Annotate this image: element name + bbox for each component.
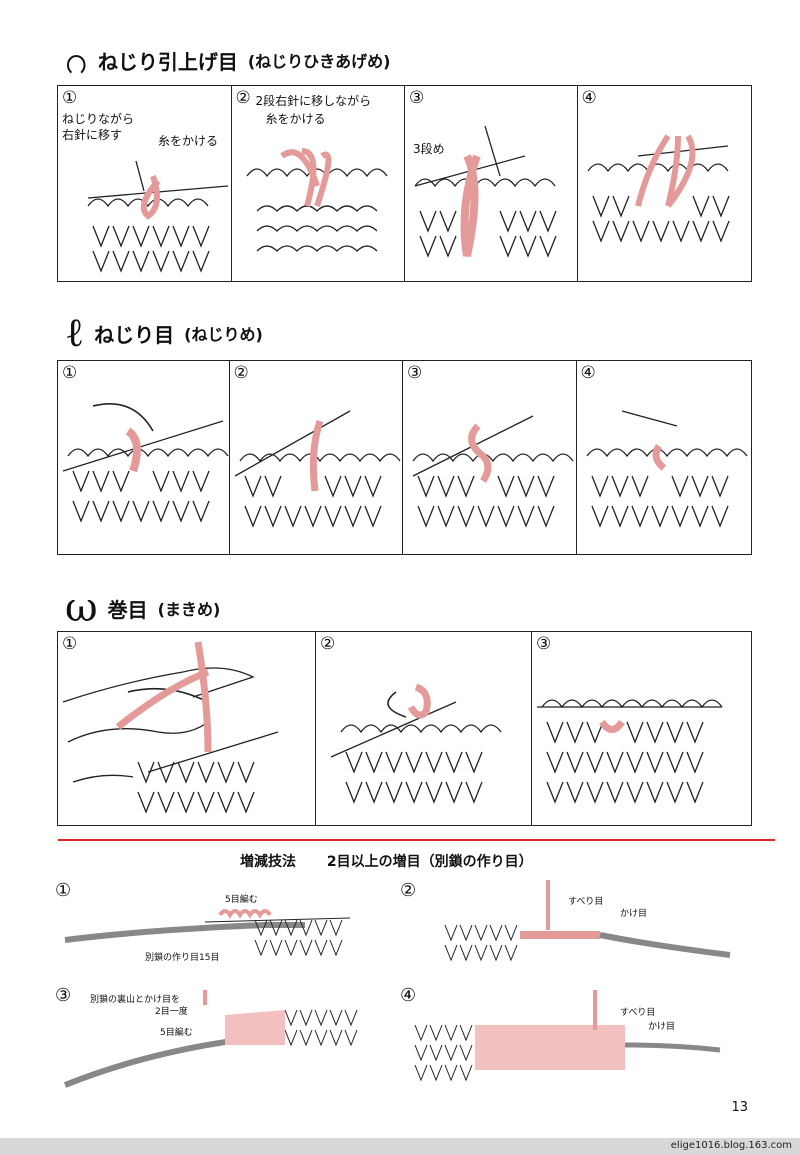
- panel-3: ③ 3段め: [405, 86, 578, 281]
- knit-illustration: [412, 415, 574, 528]
- panel-4: ④: [577, 361, 752, 554]
- note: 5目編む: [225, 895, 258, 905]
- page-number: 13: [731, 1100, 748, 1115]
- increase-heading: 増減技法 2目以上の増目（別鎖の作り目）: [240, 851, 533, 871]
- panel-3: ③: [532, 632, 750, 825]
- increase-panel-4: ④ すべり目 かけ目: [400, 985, 745, 1095]
- note: ねじりながら: [62, 112, 135, 126]
- knit-illustration: [64, 909, 351, 957]
- panel-number: ③: [407, 363, 423, 383]
- note: 2段右針に移しながら: [255, 94, 372, 108]
- knit-illustration: [414, 125, 557, 258]
- knit-illustration: [585, 410, 748, 528]
- title-twisted-slip-reading: (ねじりひきあげめ): [247, 52, 391, 71]
- row-twisted: ① ② ③: [57, 360, 752, 555]
- panel-number: ①: [62, 634, 78, 654]
- row-wrap: ① ② ③: [57, 631, 752, 826]
- panel-2: ② 2段右針に移しながら 糸をかける: [232, 86, 405, 281]
- knit-illustration: [444, 880, 731, 962]
- panel-2: ②: [230, 361, 403, 554]
- knit-illustration: [62, 402, 229, 523]
- title-twisted-slip: ねじり引上げ目: [97, 49, 238, 74]
- knit-illustration: [87, 160, 229, 273]
- panel-4: ④: [578, 86, 752, 281]
- increase-title: 増減技法: [240, 854, 296, 870]
- knit-illustration: [414, 990, 721, 1082]
- knit-illustration: [234, 410, 401, 528]
- panel-number: ②: [235, 88, 251, 108]
- footer-url: elige1016.blog.163.com: [670, 1140, 792, 1151]
- increase-panel-2: ② すべり目 かけ目: [400, 880, 745, 980]
- row-twisted-slip: ① ねじりながら 右針に移す 糸をかける ② 2段右針に移しながら 糸をかける: [57, 85, 752, 282]
- increase-panel-1: ① 5目編む 別鎖の作り目15目: [55, 880, 375, 980]
- panel-number: ①: [55, 880, 72, 901]
- divider-red-rule: [58, 839, 775, 841]
- panel-1: ①: [58, 361, 230, 554]
- section-title-wrap: ω 巻目 (まきめ): [65, 588, 220, 628]
- symbol-wrap: ω: [65, 585, 98, 631]
- note: かけ目: [620, 909, 648, 919]
- panel-number: ③: [409, 88, 425, 108]
- knit-illustration: [330, 683, 502, 804]
- note: 糸をかける: [265, 112, 326, 126]
- knit-illustration: [537, 699, 723, 804]
- footer-bar: elige1016.blog.163.com: [0, 1138, 800, 1155]
- panel-number: ③: [55, 985, 72, 1006]
- section-title-twisted: ℓ ねじり目 (ねじりめ): [65, 313, 263, 353]
- note: 糸をかける: [158, 134, 219, 148]
- panel-number: ②: [233, 363, 249, 383]
- note: 右針に移す: [62, 128, 123, 142]
- note: 5目編む: [160, 1028, 193, 1038]
- symbol-twisted: ℓ: [65, 310, 85, 356]
- knit-illustration: [586, 134, 730, 243]
- knit-illustration: [63, 990, 358, 1088]
- note: 3段め: [413, 142, 445, 156]
- panel-number: ②: [400, 880, 417, 901]
- note: 別鎖の裏山とかけ目を: [90, 995, 181, 1005]
- panel-1: ①: [58, 632, 316, 825]
- title-wrap: 巻目: [107, 597, 148, 622]
- title-twisted: ねじり目: [94, 322, 175, 347]
- knit-illustration: [245, 148, 388, 252]
- increase-subtitle: 2目以上の増目（別鎖の作り目）: [326, 854, 533, 870]
- note: すべり目: [620, 1008, 656, 1018]
- panel-number: ②: [320, 634, 336, 654]
- note: 2目一度: [155, 1007, 188, 1017]
- increase-panel-3: ③ 別鎖の裏山とかけ目を 2目一度 5目編む: [55, 985, 375, 1095]
- title-twisted-reading: (ねじりめ): [184, 325, 263, 344]
- panel-number: ④: [581, 88, 597, 108]
- panel-number: ④: [400, 985, 417, 1006]
- knit-illustration: [62, 641, 279, 814]
- panel-1: ① ねじりながら 右針に移す 糸をかける: [58, 86, 232, 281]
- title-wrap-reading: (まきめ): [157, 600, 221, 619]
- panel-2: ②: [316, 632, 532, 825]
- section-title-twisted-slip: ဂ ねじり引上げ目 (ねじりひきあげめ): [65, 40, 391, 80]
- note: かけ目: [648, 1022, 676, 1032]
- symbol-twisted-slip: ဂ: [65, 37, 88, 83]
- panel-number: ④: [580, 363, 596, 383]
- note: 別鎖の作り目15目: [145, 953, 220, 963]
- panel-3: ③: [403, 361, 577, 554]
- panel-number: ①: [62, 363, 78, 383]
- panel-number: ③: [536, 634, 552, 654]
- note: すべり目: [568, 897, 604, 907]
- panel-number: ①: [62, 88, 78, 108]
